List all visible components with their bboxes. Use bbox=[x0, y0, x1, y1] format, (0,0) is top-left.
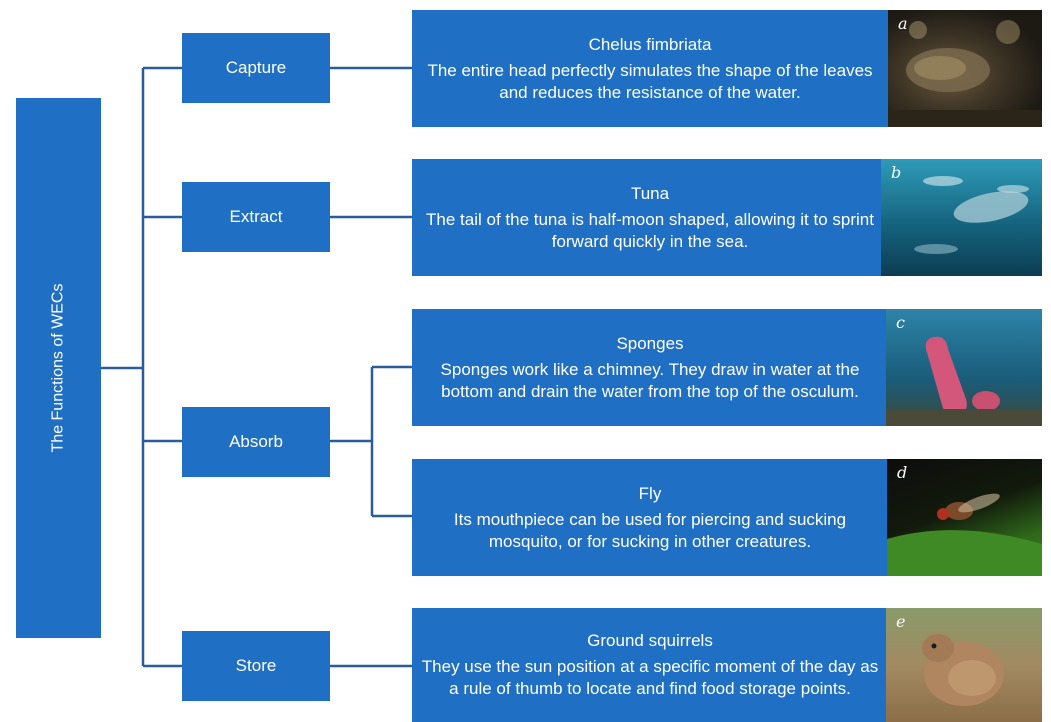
function-capture: Capture bbox=[182, 33, 330, 103]
example-text: The entire head perfectly simulates the … bbox=[427, 60, 873, 102]
fly-photo: d bbox=[887, 459, 1042, 576]
photo-label: a bbox=[898, 14, 908, 33]
example-text: Its mouthpiece can be used for piercing … bbox=[453, 509, 847, 551]
chelus-photo: a bbox=[888, 10, 1042, 127]
example-title: Chelus fimbriata bbox=[588, 34, 712, 54]
example-chelus: Chelus fimbriata The entire head perfect… bbox=[412, 10, 888, 127]
squirrel-photo: e bbox=[886, 608, 1042, 722]
photo-label: c bbox=[896, 313, 905, 332]
function-label: Store bbox=[235, 656, 277, 675]
example-title: Tuna bbox=[630, 183, 670, 203]
root-node: The Functions of WECs bbox=[16, 98, 101, 638]
sponge-photo: c bbox=[886, 309, 1042, 426]
example-title: Fly bbox=[638, 483, 662, 503]
photo-label: b bbox=[891, 163, 902, 182]
function-label: Extract bbox=[229, 207, 283, 226]
example-text: Sponges work like a chimney. They draw i… bbox=[440, 359, 860, 401]
example-text: The tail of the tuna is half-moon shaped… bbox=[426, 209, 874, 251]
example-tuna: Tuna The tail of the tuna is half-moon s… bbox=[412, 159, 888, 276]
photo-label: e bbox=[896, 612, 906, 631]
function-absorb: Absorb bbox=[182, 407, 330, 477]
function-label: Capture bbox=[225, 58, 287, 77]
example-ground-squirrels: Ground squirrels They use the sun positi… bbox=[412, 608, 888, 722]
function-extract: Extract bbox=[182, 182, 330, 252]
example-sponges: Sponges Sponges work like a chimney. The… bbox=[412, 309, 888, 426]
example-text: They use the sun position at a specific … bbox=[421, 657, 879, 698]
root-label: The Functions of WECs bbox=[49, 283, 67, 453]
example-fly: Fly Its mouthpiece can be used for pierc… bbox=[412, 459, 888, 576]
example-title: Sponges bbox=[616, 333, 684, 353]
function-store: Store bbox=[182, 631, 330, 701]
tuna-photo: b bbox=[881, 159, 1042, 276]
function-label: Absorb bbox=[229, 432, 283, 451]
example-title: Ground squirrels bbox=[587, 631, 713, 650]
photo-label: d bbox=[897, 463, 908, 482]
